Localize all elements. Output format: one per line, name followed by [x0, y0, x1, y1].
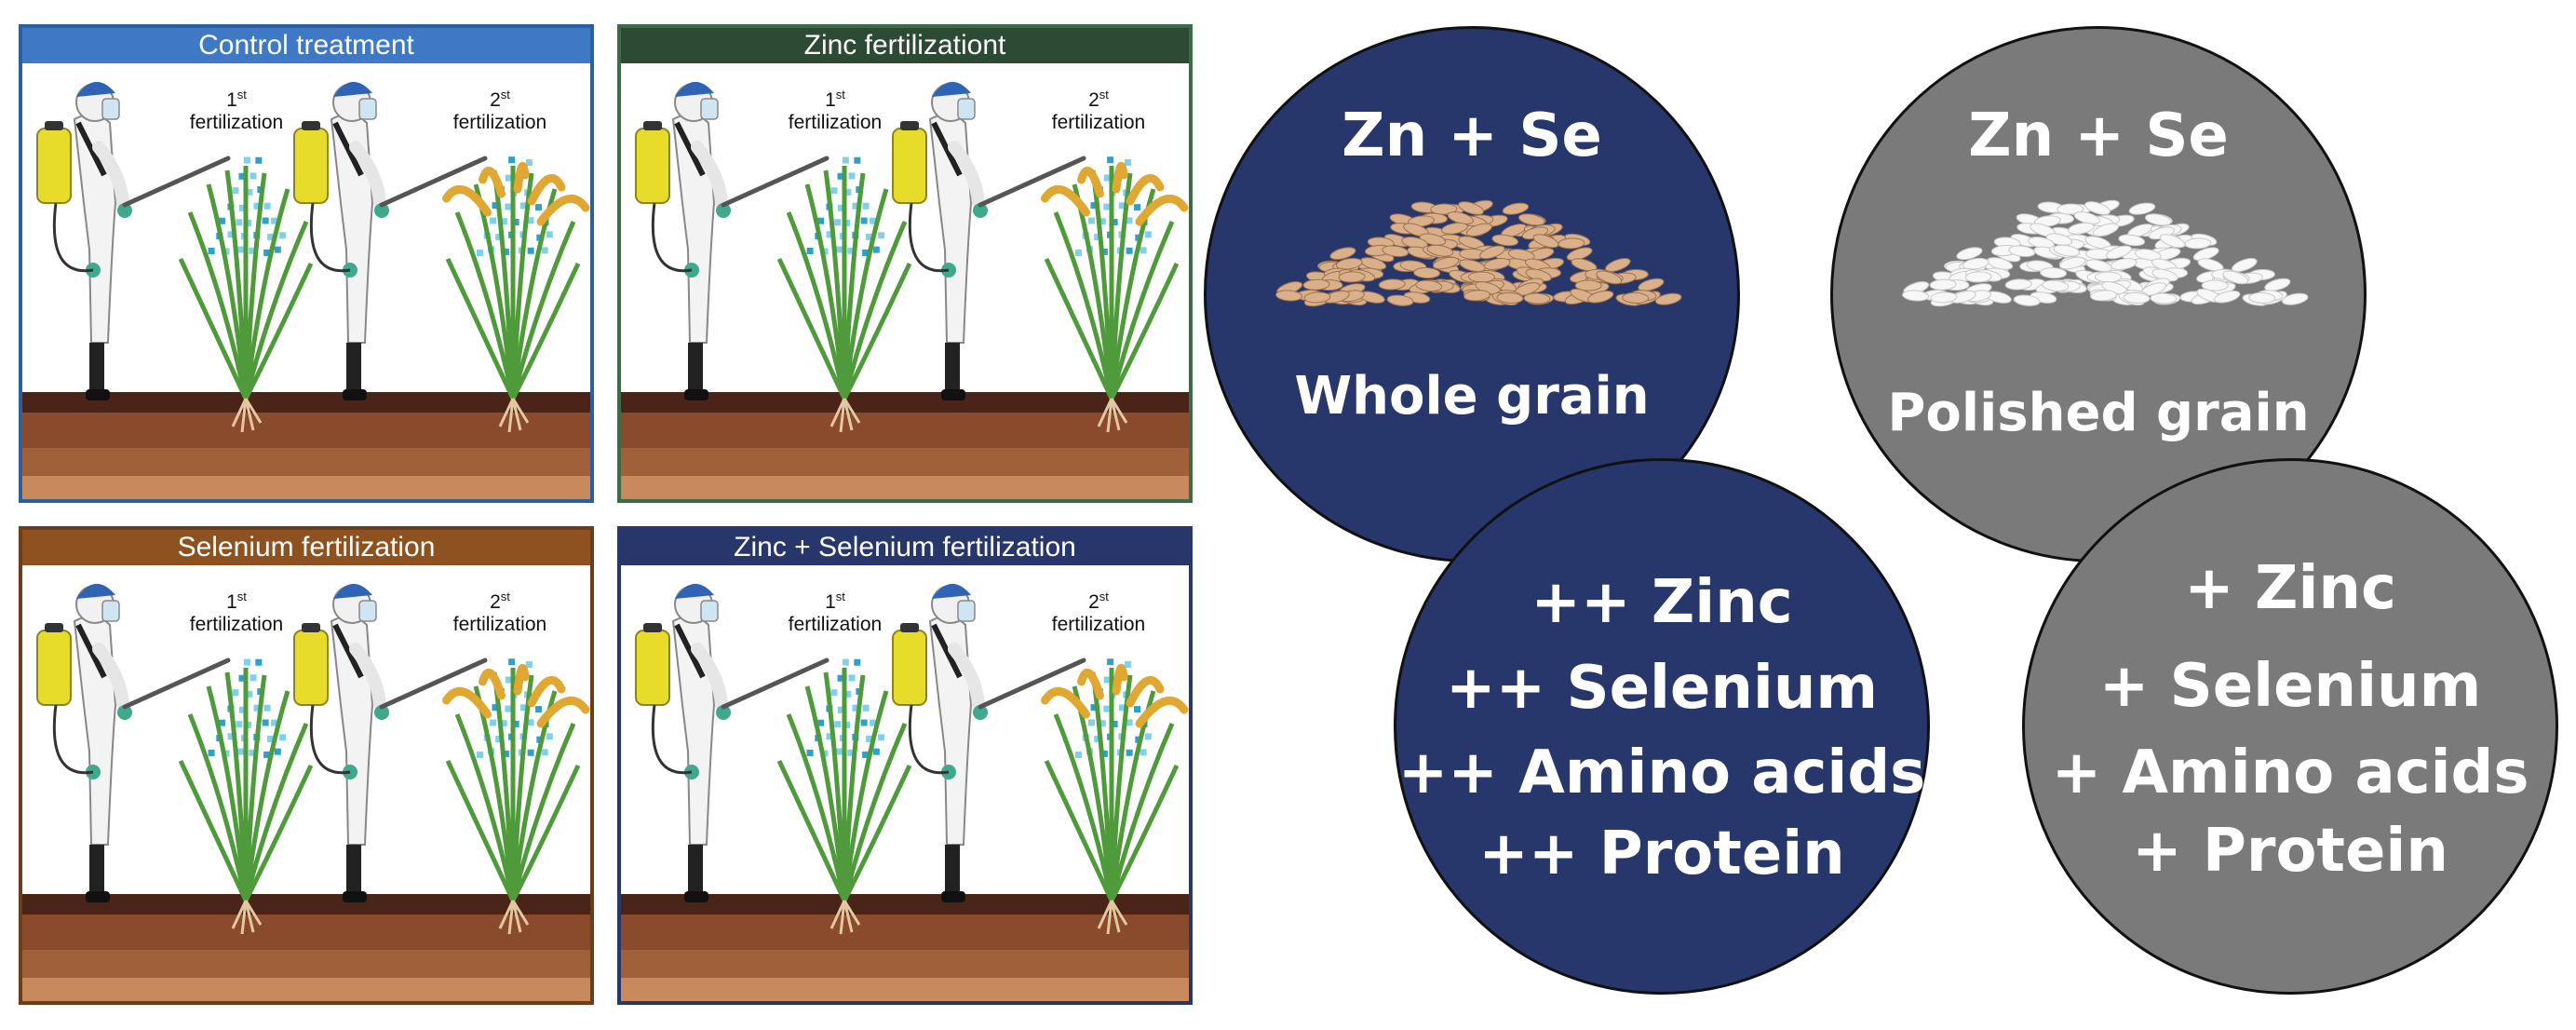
- fertilization-ordinal: 1: [226, 591, 237, 613]
- polished-grain-label: Polished grain: [1887, 383, 2310, 443]
- soil-icon: [621, 392, 1189, 499]
- polished-grain-heading: Zn + Se: [1968, 102, 2229, 170]
- fertilization-ordinal: 1: [825, 89, 836, 111]
- worker-sprayer-icon: [892, 583, 1086, 902]
- rice-plant-icon: [1041, 663, 1189, 935]
- fertilization-label: 2st fertilization: [1033, 84, 1164, 134]
- whole-grain-nutrients-circle: ++ Zinc ++ Selenium ++ Amino acids ++ Pr…: [1394, 458, 1930, 995]
- rice-plant-icon: [776, 668, 912, 935]
- worker-sprayer-icon: [36, 81, 231, 400]
- polished-grain-nutrients-circle: + Zinc + Selenium + Amino acids + Protei…: [2022, 458, 2558, 995]
- soil-icon: [22, 392, 590, 499]
- nutrient-zinc: ++ Zinc: [1531, 568, 1793, 637]
- worker-sprayer-icon: [293, 583, 488, 902]
- rice-plant-icon: [178, 166, 314, 433]
- nutrient-amino-acids: + Amino acids: [2051, 739, 2529, 807]
- field-illustration: [621, 583, 1189, 1001]
- ordinal-suffix: st: [835, 590, 845, 603]
- panel-title: Control treatment: [22, 28, 590, 63]
- fertilization-word: fertilization: [1051, 614, 1146, 635]
- fertilization-label: 2st fertilization: [1033, 586, 1164, 636]
- fertilization-ordinal: 1: [226, 89, 237, 111]
- ordinal-suffix: st: [236, 88, 247, 102]
- panel-title: Zinc fertilizationt: [621, 28, 1189, 63]
- worker-sprayer-icon: [635, 583, 829, 902]
- fertilization-word: fertilization: [189, 614, 284, 635]
- field-illustration: [22, 583, 590, 1001]
- worker-sprayer-icon: [635, 81, 829, 400]
- ordinal-suffix: st: [1099, 88, 1109, 102]
- ordinal-suffix: st: [500, 590, 510, 603]
- fertilization-label: 1st fertilization: [770, 586, 900, 636]
- nutrient-amino-acids: ++ Amino acids: [1397, 739, 1926, 807]
- rice-plant-icon: [442, 663, 590, 935]
- worker-sprayer-icon: [892, 81, 1086, 400]
- nutrient-selenium: ++ Selenium: [1445, 654, 1879, 723]
- soil-icon: [621, 894, 1189, 1001]
- fertilization-ordinal: 2: [1088, 89, 1099, 111]
- rice-plant-icon: [1041, 161, 1189, 433]
- rice-plant-icon: [442, 161, 590, 433]
- nutrient-selenium: + Selenium: [2098, 652, 2482, 721]
- field-illustration: [22, 81, 590, 499]
- rice-grain-pile-icon: [1275, 199, 1682, 307]
- fertilization-word: fertilization: [788, 112, 883, 133]
- rice-plant-icon: [178, 668, 314, 935]
- fertilization-ordinal: 2: [1088, 591, 1099, 613]
- fertilization-ordinal: 2: [490, 591, 501, 613]
- panel-title: Zinc + Selenium fertilization: [621, 530, 1189, 565]
- ordinal-suffix: st: [236, 590, 247, 603]
- fertilization-ordinal: 2: [490, 89, 501, 111]
- field-illustration: [621, 81, 1189, 499]
- rice-grain-pile-icon: [1902, 199, 2309, 307]
- ordinal-suffix: st: [1099, 590, 1109, 603]
- fertilization-ordinal: 1: [825, 591, 836, 613]
- whole-grain-heading: Zn + Se: [1342, 102, 1602, 170]
- fertilization-word: fertilization: [788, 614, 883, 635]
- panel-title: Selenium fertilization: [22, 530, 590, 565]
- soil-icon: [22, 894, 590, 1001]
- fertilization-label: 2st fertilization: [435, 586, 565, 636]
- fertilization-word: fertilization: [452, 112, 547, 133]
- nutrient-zinc: + Zinc: [2184, 554, 2396, 623]
- worker-sprayer-icon: [36, 583, 231, 902]
- whole-grain-label: Whole grain: [1294, 366, 1650, 427]
- fertilization-word: fertilization: [1051, 112, 1146, 133]
- fertilization-word: fertilization: [189, 112, 284, 133]
- fertilization-label: 1st fertilization: [171, 84, 302, 134]
- fertilization-label: 1st fertilization: [171, 586, 302, 636]
- fertilization-word: fertilization: [452, 614, 547, 635]
- ordinal-suffix: st: [835, 88, 845, 102]
- fertilization-label: 2st fertilization: [435, 84, 565, 134]
- nutrient-protein: ++ Protein: [1478, 820, 1845, 888]
- rice-plant-icon: [776, 166, 912, 433]
- fertilization-label: 1st fertilization: [770, 84, 900, 134]
- ordinal-suffix: st: [500, 88, 510, 102]
- worker-sprayer-icon: [293, 81, 488, 400]
- nutrient-protein: + Protein: [2132, 817, 2448, 886]
